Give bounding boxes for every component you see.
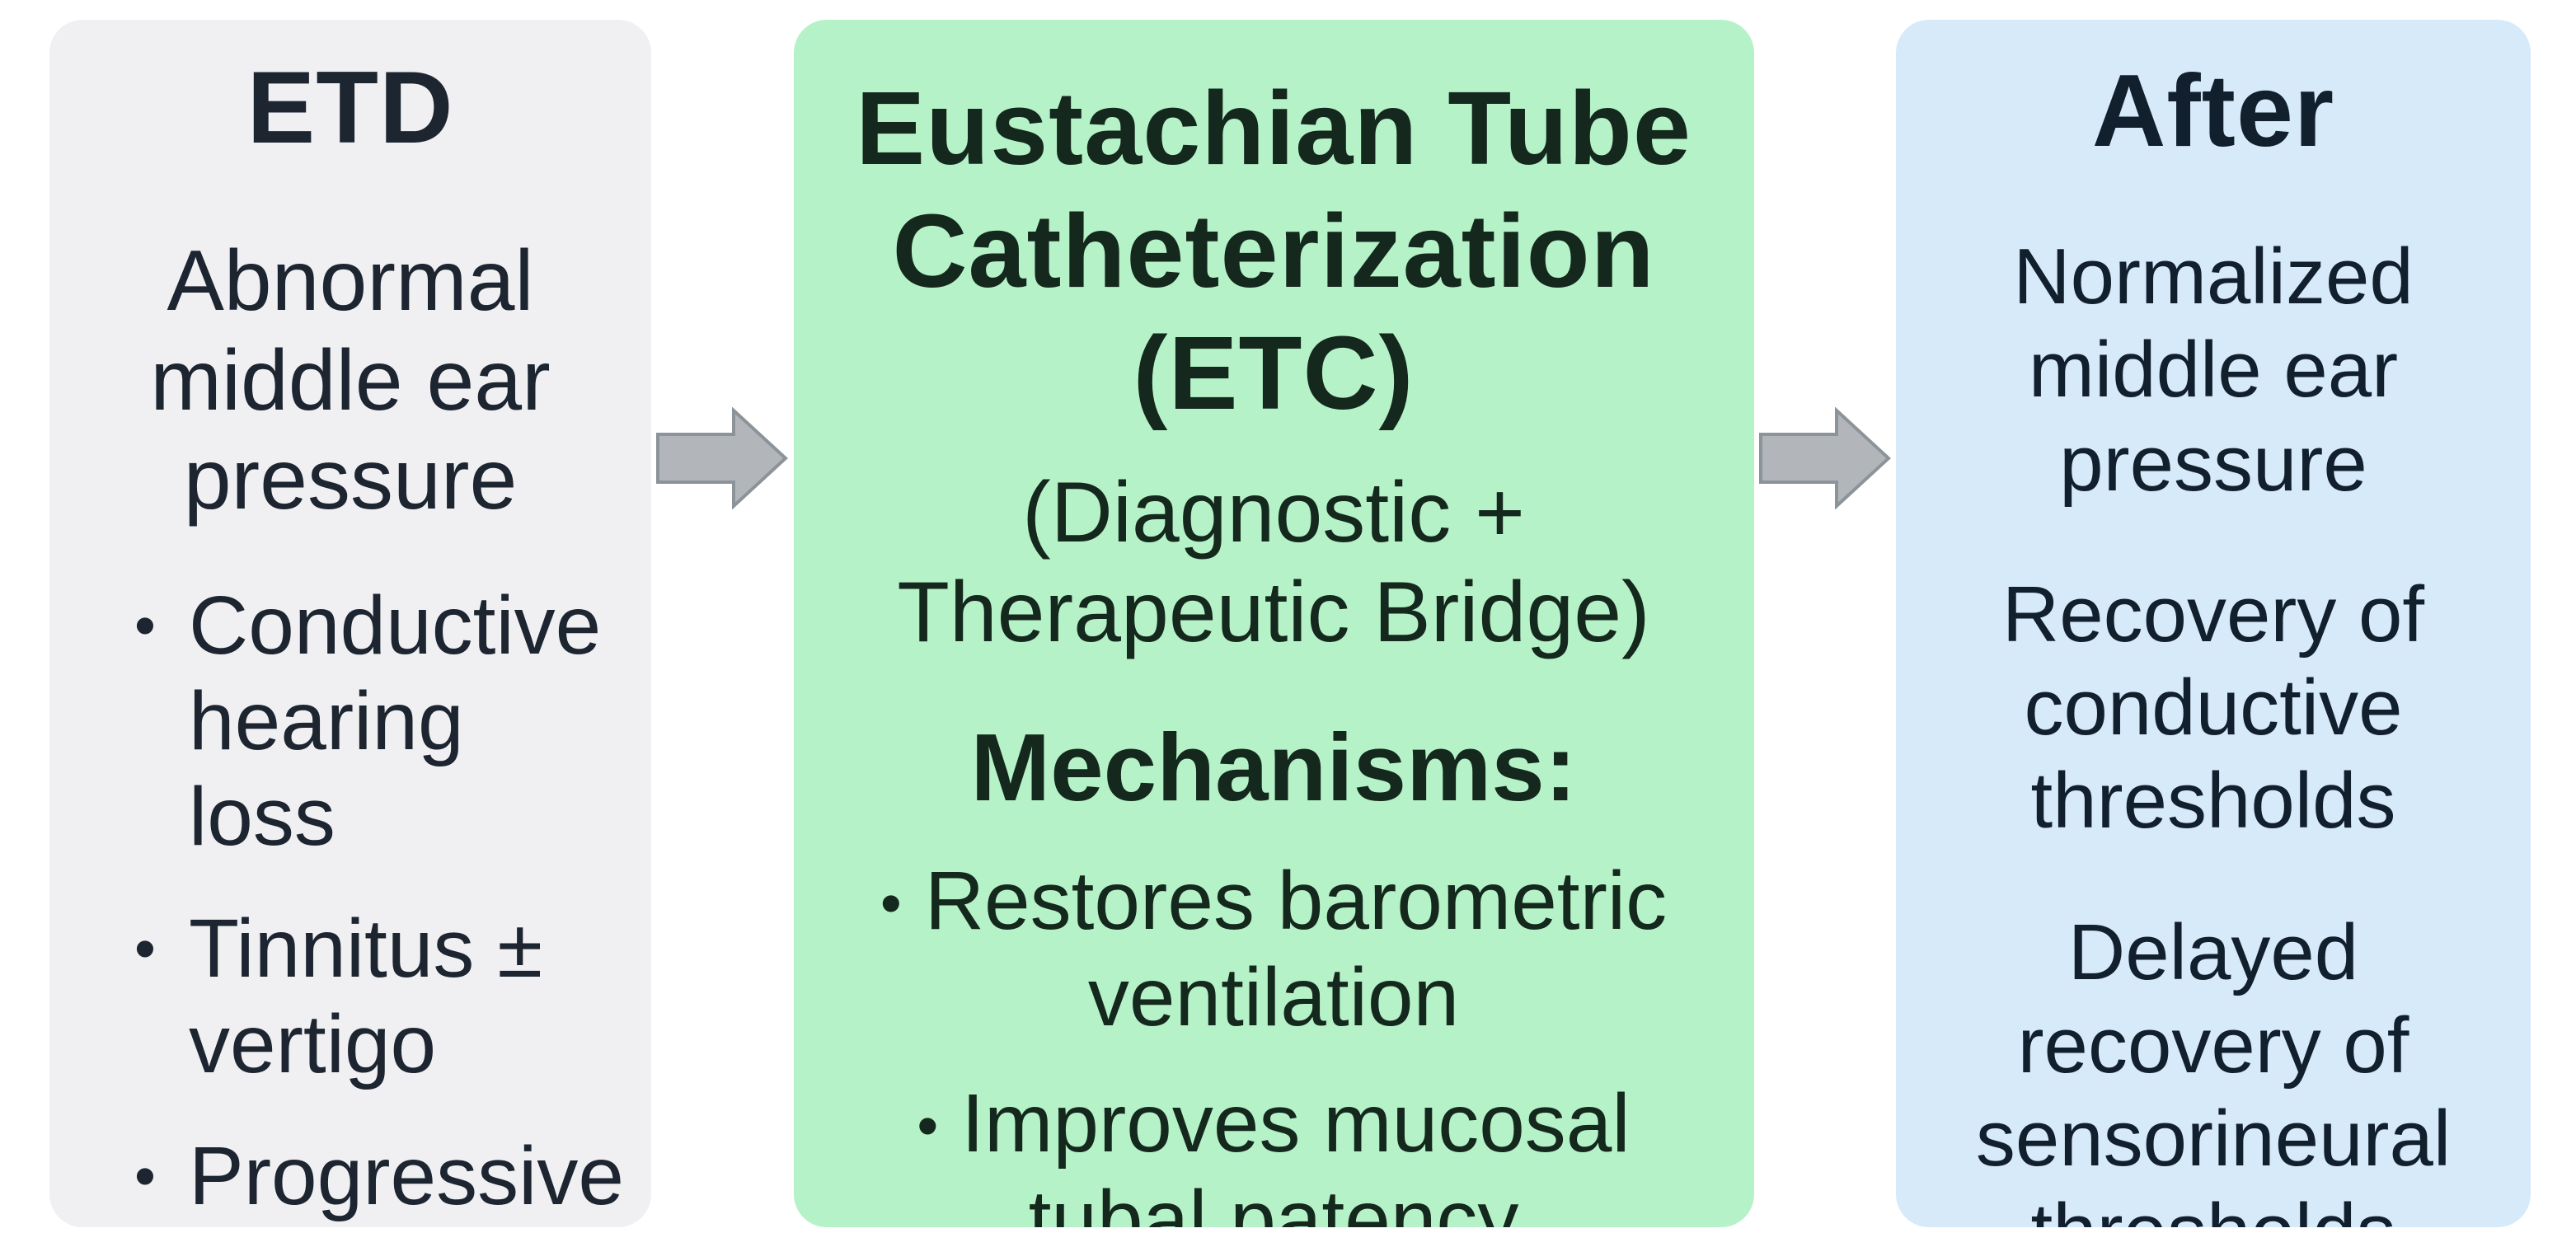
mechanism-item-text: Improves mucosal tubal patency [961, 1076, 1631, 1227]
list-item: • Conductive hearing loss [134, 578, 602, 865]
list-item: • Tinnitus ± vertigo [134, 901, 599, 1092]
flow-arrow-2 [1754, 407, 1897, 509]
etd-box: ETD Abnormal middle ear pressure • Condu… [49, 20, 651, 1227]
mechanism-item-text: Restores barometric ventilation [924, 854, 1668, 1043]
etd-symptom-list: • Conductive hearing loss • Tinnitus ± v… [95, 578, 624, 1227]
etc-title: Eustachian Tube Catheterization (ETC) [856, 70, 1692, 432]
bullet-dot: • [134, 1141, 156, 1210]
right-arrow-icon [1758, 407, 1891, 509]
right-arrow-shape [656, 407, 789, 509]
bullet-dot: • [880, 868, 902, 937]
list-item-text: Conductive hearing loss [189, 579, 602, 863]
after-paragraph: Recovery of conductive thresholds [2001, 570, 2425, 846]
flow-arrow-1 [651, 407, 794, 509]
list-item-text: Tinnitus ± vertigo [189, 902, 543, 1090]
etc-subtitle: (Diagnostic + Therapeutic Bridge) [897, 465, 1650, 660]
list-item-text: Progressive SNHL [189, 1129, 624, 1227]
mechanism-item: • Improves mucosal tubal patency [835, 1076, 1713, 1227]
list-item: • Progressive SNHL [134, 1128, 624, 1227]
etd-title: ETD [246, 51, 454, 165]
after-box: After Normalized middle ear pressure Rec… [1896, 20, 2531, 1227]
bullet-dot: • [134, 913, 156, 982]
right-arrow-shape [1758, 407, 1891, 509]
after-paragraph: Delayed recovery of sensorineural thresh… [1975, 907, 2452, 1227]
after-subtitle: Normalized middle ear pressure [2013, 232, 2414, 508]
mechanisms-heading: Mechanisms: [970, 714, 1577, 822]
mechanism-item: • Restores barometric ventilation [835, 853, 1713, 1046]
right-arrow-icon [656, 407, 789, 509]
etc-box: Eustachian Tube Catheterization (ETC) (D… [793, 20, 1754, 1227]
bullet-dot: • [917, 1090, 939, 1160]
after-title: After [2091, 54, 2335, 168]
bullet-dot: • [134, 590, 156, 659]
etd-subtitle: Abnormal middle ear pressure [150, 233, 551, 528]
